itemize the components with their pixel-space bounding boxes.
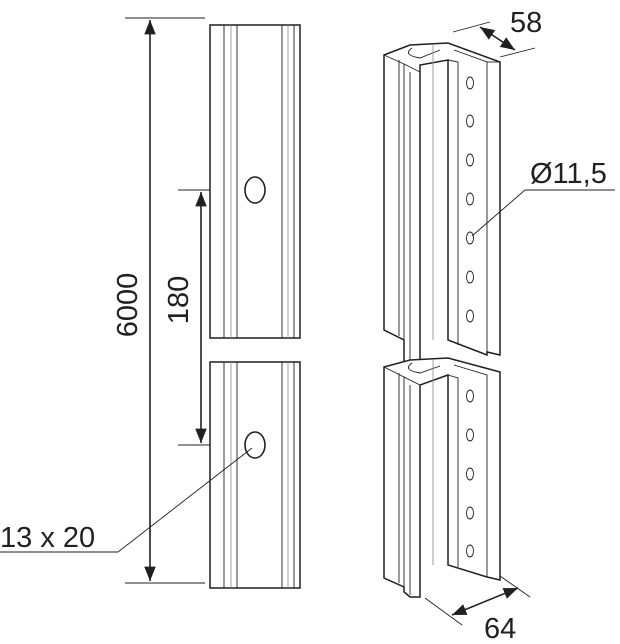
width-label: 58 (510, 7, 542, 39)
side-view-profile (209, 24, 301, 589)
hole-spacing-label: 180 (163, 276, 195, 324)
iso-profile-bottom (383, 357, 501, 598)
depth-dimension: 64 (424, 575, 531, 644)
slot-hole (244, 176, 266, 204)
holes-top (466, 76, 474, 323)
iso-profile-top (383, 42, 501, 373)
width-dimension: 58 (452, 7, 542, 58)
length-label: 6000 (112, 273, 144, 338)
hole-diameter-callout: Ø11,5 (471, 158, 615, 237)
slot-size-callout: 13 x 20 (0, 447, 253, 554)
hole-spacing-dimension: 180 (163, 189, 245, 446)
slot-hole (244, 431, 266, 459)
hole-diameter-label: Ø11,5 (530, 158, 607, 190)
depth-label: 64 (484, 613, 516, 644)
length-dimension: 6000 (112, 17, 205, 584)
holes-bottom (466, 389, 474, 558)
slot-size-label: 13 x 20 (0, 522, 95, 554)
